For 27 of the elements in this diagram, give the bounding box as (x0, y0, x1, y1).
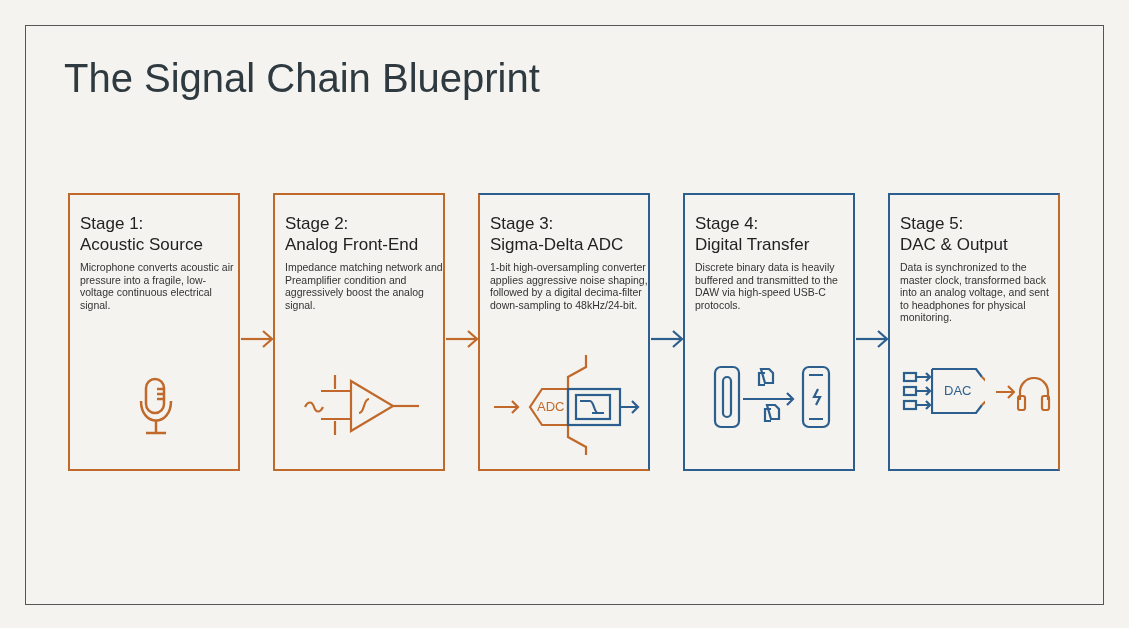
stage-heading: Stage 4: (695, 213, 760, 234)
stage-heading: Acoustic Source (80, 234, 204, 255)
stage-card (683, 193, 855, 471)
stage-heading: Sigma-Delta ADC (490, 234, 625, 255)
stage-card (888, 193, 1060, 471)
stage-heading: Stage 3: (490, 213, 555, 234)
arrow (446, 330, 479, 348)
arrow (856, 330, 889, 348)
stage-heading: Digital Transfer (695, 234, 811, 255)
stage-heading: DAC & Output (900, 234, 1009, 255)
title: The Signal Chain Blueprint (64, 55, 540, 102)
block-label: DAC (944, 383, 972, 398)
stage-heading: Analog Front-End (285, 234, 420, 255)
stage-heading: Stage 5: (900, 213, 965, 234)
stage-description: Discrete binary data is heavily buffered and transmitted to the DAW via high-speed USB-C protocols. (695, 261, 839, 311)
arrow (651, 330, 684, 348)
block-label: ADC (537, 399, 565, 414)
arrow (241, 330, 274, 348)
stage-description: Data is synchronized to the master clock, transformed back into an analog voltage, and sent to headphones for physical monitoring. (900, 261, 1050, 324)
stage-description: Impedance matching network and Preamplifier condition and aggressively boost the analog signal. (285, 261, 443, 311)
stage-description: 1-bit high-oversampling converter applies aggressive noise shaping, followed by a digital decima-filter down-sampling to 48kHz/24-bit. (490, 261, 648, 311)
stage-card (273, 193, 445, 471)
stage-heading: Stage 2: (285, 213, 350, 234)
stage-heading: Stage 1: (80, 213, 145, 234)
stage-card (478, 193, 650, 471)
stage-description: Microphone converts acoustic air pressure into a fragile, low-voltage continuous electrical signal. (80, 261, 235, 311)
stage-card (68, 193, 240, 471)
